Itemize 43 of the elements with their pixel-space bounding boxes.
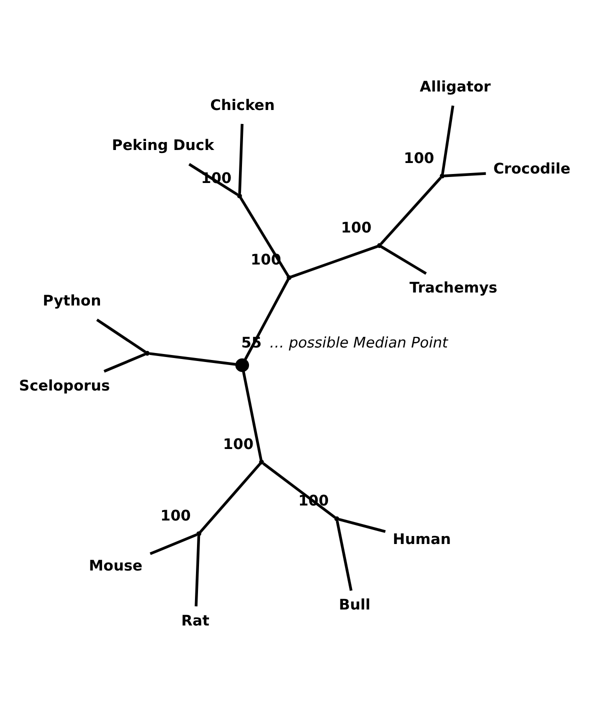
node-label: 100 xyxy=(160,507,191,524)
connector xyxy=(380,176,442,244)
node-point xyxy=(377,242,382,248)
node-text: Crocodile xyxy=(493,160,570,177)
node-point xyxy=(237,193,242,198)
connector xyxy=(194,535,200,606)
node-text: Mouse xyxy=(88,556,142,574)
node-point xyxy=(259,459,264,464)
connector xyxy=(244,278,290,360)
node-text: Trachemys xyxy=(409,279,498,296)
node-label: 100 xyxy=(404,149,434,166)
node-text: Human xyxy=(392,530,451,548)
connector xyxy=(104,352,146,372)
connector xyxy=(150,532,198,555)
node-text: Rat xyxy=(181,612,210,629)
node-label: 100 xyxy=(223,435,254,452)
connector xyxy=(239,196,290,276)
connector xyxy=(336,520,352,590)
node-point xyxy=(440,173,445,178)
connector xyxy=(96,318,146,353)
node-text: Alligator xyxy=(420,78,491,96)
node-text: Python xyxy=(42,292,102,310)
node-point xyxy=(286,274,292,280)
node-point xyxy=(334,516,340,521)
node-text: Sceloporus xyxy=(19,376,110,394)
node-circle xyxy=(235,358,250,372)
node-label: … possible Median Point xyxy=(270,334,448,352)
node-text: Bull xyxy=(338,596,370,614)
node-point xyxy=(196,530,202,536)
connector xyxy=(441,104,454,174)
node-point xyxy=(144,350,150,356)
connector xyxy=(149,352,236,366)
connector xyxy=(338,518,386,532)
node-text: Peking Duck xyxy=(112,136,214,154)
connector xyxy=(262,462,336,518)
connector xyxy=(242,370,262,460)
connector xyxy=(238,123,244,194)
connector xyxy=(290,244,378,278)
node-label: 100 xyxy=(341,218,372,236)
connector xyxy=(444,172,486,177)
connector xyxy=(199,462,262,533)
connector xyxy=(380,245,427,274)
node-text: Chicken xyxy=(210,96,275,114)
